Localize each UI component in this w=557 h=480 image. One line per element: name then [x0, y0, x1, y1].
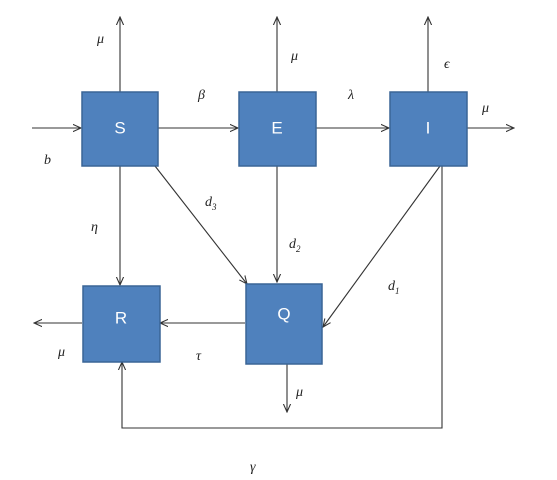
- label-d3: d3: [205, 195, 217, 212]
- label-d1: d1: [388, 279, 400, 296]
- node-r-label: R: [115, 308, 127, 327]
- node-s-label: S: [114, 118, 125, 137]
- label-lambda: λ: [347, 88, 354, 103]
- node-e: E: [238, 91, 317, 167]
- label-mu-q: μ: [295, 385, 303, 400]
- label-d3-sub: 3: [211, 202, 217, 212]
- label-beta: β: [197, 88, 205, 103]
- label-tau: τ: [196, 349, 202, 364]
- label-mu-i: μ: [481, 101, 489, 116]
- arrow-i-to-r-gamma: [122, 166, 443, 429]
- label-d2: d2: [289, 237, 301, 254]
- label-mu-e: μ: [290, 49, 298, 64]
- label-d1-base: d: [388, 279, 396, 294]
- node-i-label: I: [426, 118, 431, 137]
- label-mu-r: μ: [57, 345, 65, 360]
- label-d3-base: d: [205, 195, 213, 210]
- node-s: S: [81, 91, 159, 167]
- label-d1-sub: 1: [395, 286, 400, 296]
- label-gamma: γ: [250, 460, 256, 475]
- node-i: I: [389, 91, 468, 167]
- label-epsilon: ϵ: [444, 57, 451, 72]
- label-eta: η: [91, 220, 98, 235]
- node-e-label: E: [271, 118, 282, 137]
- node-q: Q: [245, 283, 323, 365]
- label-d2-base: d: [289, 237, 297, 252]
- label-d2-sub: 2: [296, 244, 301, 254]
- arrow-s-to-q: [154, 165, 247, 284]
- node-q-label: Q: [277, 304, 290, 323]
- node-r: R: [82, 285, 161, 363]
- label-b: b: [44, 153, 51, 168]
- label-mu-s: μ: [96, 32, 104, 47]
- arrow-i-to-q: [323, 165, 441, 327]
